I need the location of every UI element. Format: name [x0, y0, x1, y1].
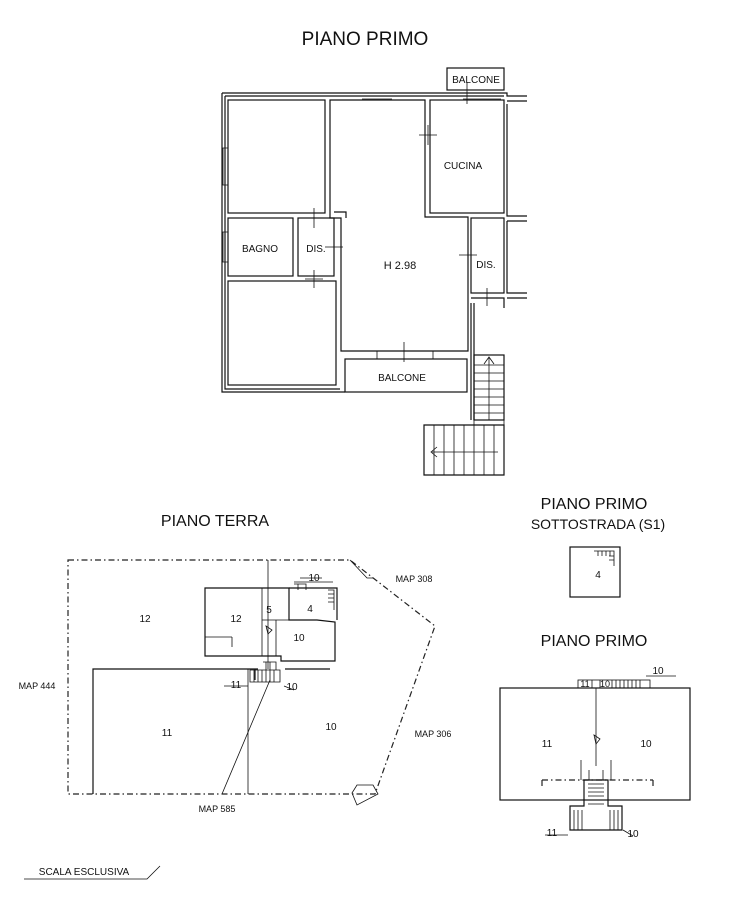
dis-left-label: DIS. [306, 244, 325, 255]
first-floor-plan: BALCONE CUCINA BAGNO DIS. H 2.98 DIS. BA… [221, 67, 527, 476]
roof-area-10-top: 10 [652, 666, 664, 677]
staircase [423, 354, 505, 476]
map-585-label: MAP 585 [199, 804, 236, 814]
roof-plan-title: PIANO PRIMO [541, 633, 648, 650]
basement-area-4: 4 [595, 570, 601, 581]
scale-note: SCALA ESCLUSIVA [24, 865, 161, 880]
roof-area-11-bottom: 11 [547, 828, 558, 839]
scale-label: SCALA ESCLUSIVA [39, 867, 130, 878]
area-10-top: 10 [308, 573, 320, 584]
area-11-yard: 11 [162, 728, 173, 739]
map-308-label: MAP 308 [396, 574, 433, 584]
area-12-inner: 12 [230, 614, 242, 625]
area-10-yard: 10 [325, 722, 337, 733]
balcone-bottom-label: BALCONE [378, 373, 426, 384]
cucina-label: CUCINA [444, 161, 483, 172]
map-306-label: MAP 306 [415, 729, 452, 739]
area-12-outer: 12 [139, 614, 151, 625]
area-5: 5 [266, 605, 272, 616]
roof-area-11-strip: 11 [580, 679, 589, 689]
map-444-label: MAP 444 [19, 681, 56, 691]
roof-area-10-bottom: 10 [627, 829, 639, 840]
balcone-top-label: BALCONE [452, 75, 500, 86]
roof-area-10-strip: 10 [600, 679, 610, 689]
basement-plan: 4 [569, 546, 621, 598]
basement-title: PIANO PRIMO [541, 496, 648, 513]
first-floor-title: PIANO PRIMO [302, 29, 429, 50]
ground-floor-plan: MAP 308 MAP 444 MAP 306 MAP 585 12 12 5 … [19, 559, 452, 814]
bagno-label: BAGNO [242, 244, 278, 255]
roof-area-10-right: 10 [640, 739, 652, 750]
area-4: 4 [307, 604, 313, 615]
ground-floor-title: PIANO TERRA [161, 513, 270, 530]
basement-subtitle: SOTTOSTRADA (S1) [531, 516, 665, 532]
area-11-stair: 11 [231, 680, 242, 691]
height-label: H 2.98 [384, 260, 416, 272]
area-10-stair: 10 [286, 682, 298, 693]
dis-right-label: DIS. [476, 260, 495, 271]
area-10-inner: 10 [293, 633, 305, 644]
roof-plan: 10 11 10 11 10 11 10 [499, 666, 691, 840]
roof-area-11-left: 11 [542, 739, 553, 750]
